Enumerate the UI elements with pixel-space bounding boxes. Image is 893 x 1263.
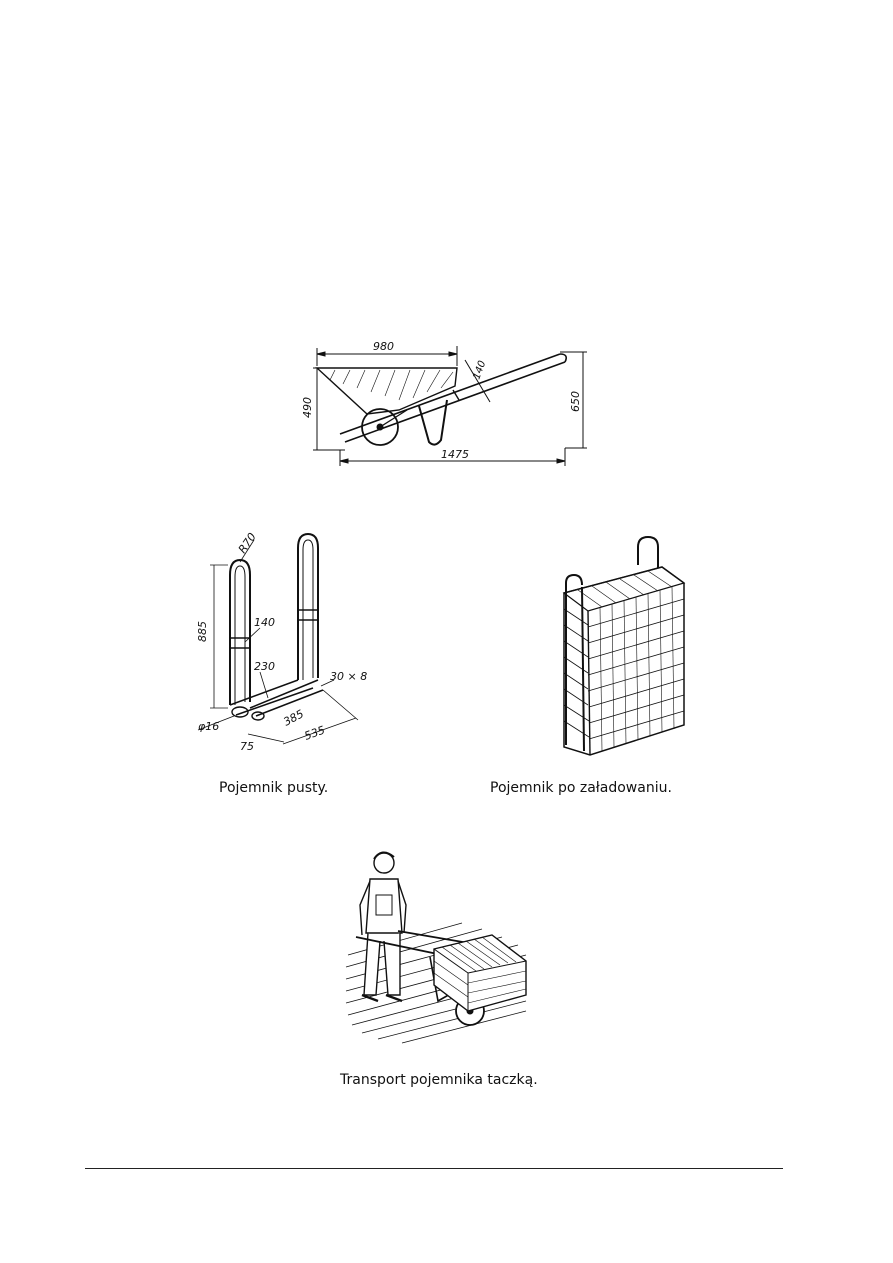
wheelbarrow-drawing: 980 490 140 650 1475 [295, 330, 595, 480]
loaded-container-drawing [552, 535, 692, 760]
transport-illustration [342, 845, 532, 1045]
dim-490: 490 [301, 397, 314, 418]
dim-140-rung: 140 [254, 616, 275, 629]
dim-980: 980 [373, 340, 394, 353]
dim-phi16: φ16 [198, 720, 219, 733]
transport-svg [345, 851, 527, 1044]
dim-885: 885 [196, 621, 209, 642]
caption-loaded-container: Pojemnik po załadowaniu. [490, 780, 672, 796]
loaded-container-svg [562, 535, 686, 756]
dim-535: 535 [303, 723, 327, 742]
dim-385: 385 [281, 707, 306, 728]
caption-transport: Transport pojemnika taczką. [340, 1072, 538, 1088]
caption-empty-container: Pojemnik pusty. [219, 780, 329, 796]
dim-30x8: 30 × 8 [330, 670, 367, 683]
dim-650: 650 [569, 391, 582, 412]
dim-140: 140 [471, 359, 488, 381]
empty-container-drawing: R70 885 140 230 30 × 8 385 535 φ16 75 [188, 530, 368, 760]
dim-1475: 1475 [441, 448, 469, 461]
dim-75: 75 [240, 740, 254, 753]
footer-rule [85, 1168, 783, 1169]
dim-230: 230 [254, 660, 275, 673]
empty-container-svg: R70 885 140 230 30 × 8 385 535 φ16 75 [196, 531, 367, 753]
wheelbarrow-svg: 980 490 140 650 1475 [301, 340, 587, 466]
dim-r70: R70 [236, 531, 259, 556]
